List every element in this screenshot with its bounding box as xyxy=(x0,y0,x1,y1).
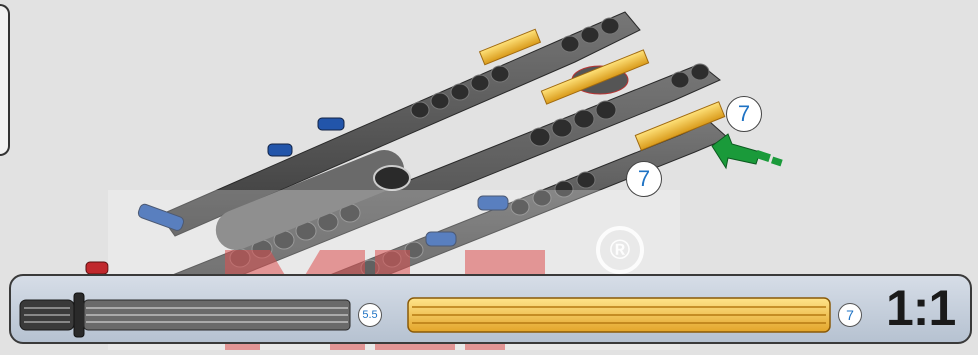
part-quantity-badge: 7 xyxy=(838,303,862,327)
grey-axle-part xyxy=(20,293,350,337)
yellow-axle-part xyxy=(408,298,830,332)
scale-label: 1:1 xyxy=(886,278,955,338)
part-quantity-badge: 5.5 xyxy=(358,303,382,327)
